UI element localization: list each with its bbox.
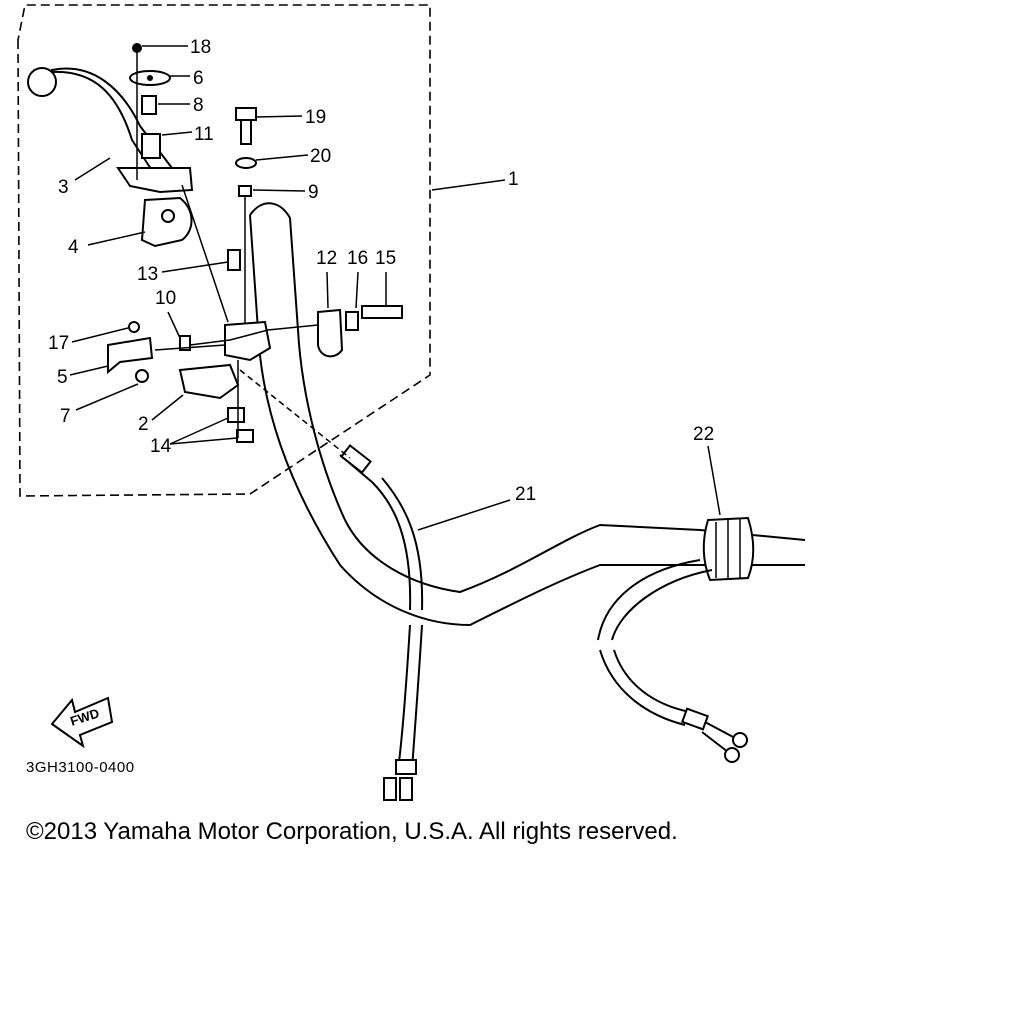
part-number-label: 2: [138, 414, 149, 435]
part-number-label: 1: [508, 169, 519, 190]
part-number-label: 19: [305, 107, 326, 128]
throttle-grip: [702, 516, 755, 582]
part-number-label: 8: [193, 95, 204, 116]
part-number-label: 7: [60, 406, 71, 427]
part-number-label: 22: [693, 424, 714, 445]
part-number-label: 12: [316, 248, 337, 269]
copyright-notice: ©2013 Yamaha Motor Corporation, U.S.A. A…: [26, 818, 678, 845]
part-number-label: 16: [347, 248, 368, 269]
part-number-label: 14: [150, 436, 172, 457]
part-number-label: 17: [48, 333, 69, 354]
lever-holder: [116, 167, 194, 248]
part-number-label: 9: [308, 182, 319, 203]
part-number-label: 18: [190, 37, 211, 58]
part-number-label: 20: [310, 146, 331, 167]
small-parts: [107, 43, 403, 459]
part-labels: 18 6 8 11 19 20 9 1 3 4 13 12 16 15 10 1…: [48, 37, 714, 505]
leader-lines: [69, 45, 721, 531]
part-number-label: 4: [68, 237, 79, 258]
handlebar: [249, 202, 806, 627]
clutch-switch-cable: [339, 444, 424, 801]
part-number-label: 6: [193, 68, 204, 89]
part-number-label: 21: [515, 484, 536, 505]
part-number-label: 11: [194, 124, 214, 145]
part-number-label: 3: [58, 177, 69, 198]
part-number-label: 5: [57, 367, 68, 388]
part-number-label: 10: [155, 288, 176, 309]
grip-wire: [597, 559, 748, 763]
fwd-arrow: FWD: [50, 696, 114, 749]
diagram-code: 3GH3100-0400: [26, 759, 135, 776]
assembly-boundary: [17, 4, 431, 497]
part-number-label: 15: [375, 248, 396, 269]
part-number-label: 13: [137, 264, 158, 285]
